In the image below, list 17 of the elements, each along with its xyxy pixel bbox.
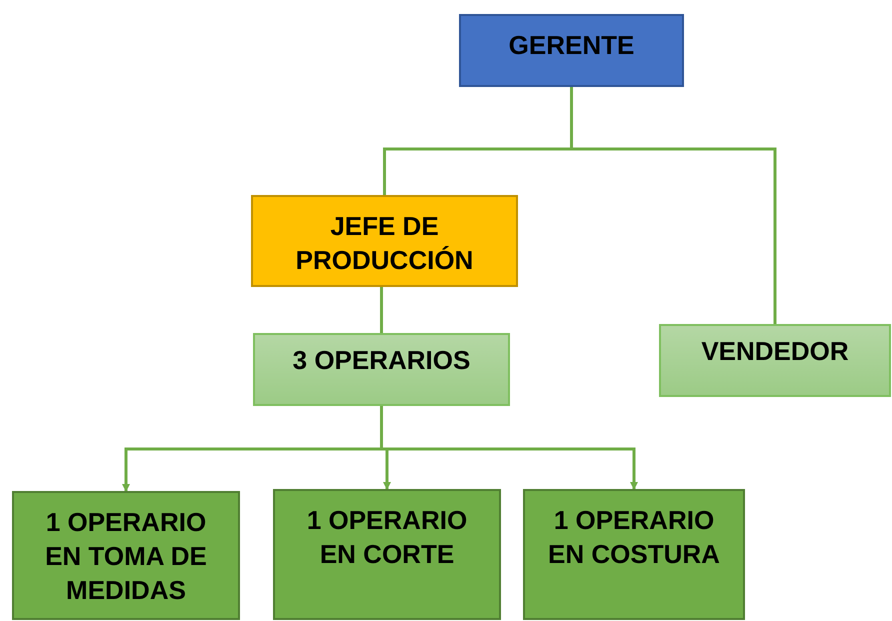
manager-box [459,14,684,87]
connector-line [380,287,383,333]
group-box [659,324,891,397]
role-label: JEFE DE PRODUCCIÓN [294,210,474,277]
role-label: 1 OPERARIO EN TOMA DE MEDIDAS [44,506,208,607]
worker-box [12,491,240,620]
worker-box [273,489,501,620]
chief-box [251,195,518,287]
arrow [380,406,638,490]
worker-box [523,489,745,620]
role-label: 1 OPERARIO EN COSTURA [547,504,721,571]
role-label: GERENTE [508,29,634,62]
connector-line [570,87,776,324]
group-box [253,333,510,406]
role-label: VENDEDOR [701,335,849,368]
role-label: 3 OPERARIOS [292,344,470,377]
role-label: 1 OPERARIO EN CORTE [306,504,468,571]
